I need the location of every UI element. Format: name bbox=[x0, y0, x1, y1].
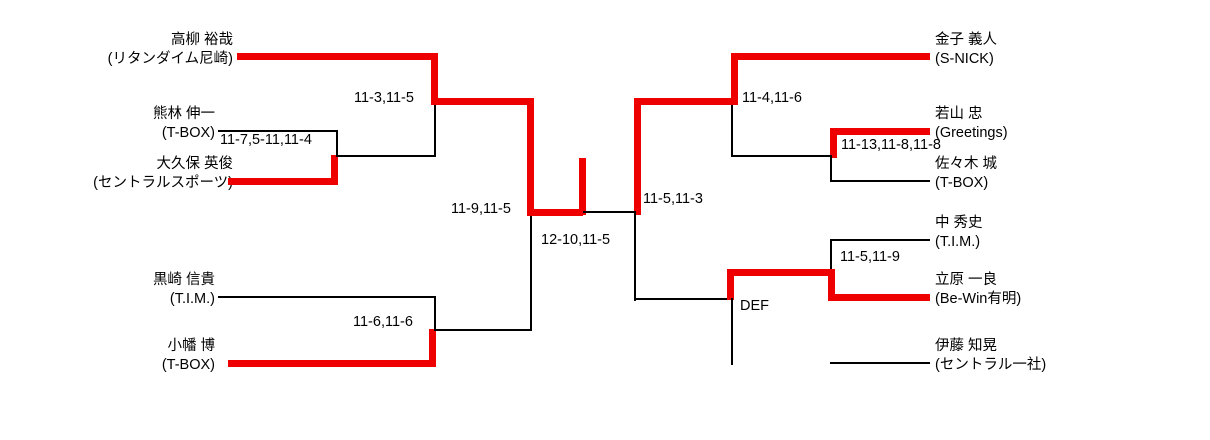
match-line-right-tachihara bbox=[830, 294, 930, 301]
player-entry: 熊林 伸一 (T-BOX) bbox=[18, 105, 215, 143]
match-connector-left-semi-lower bbox=[530, 210, 532, 331]
player-name: 若山 忠 bbox=[935, 106, 983, 122]
player-name: 高柳 裕哉 bbox=[170, 32, 233, 48]
match-connector-right-r1-lower-lower bbox=[830, 155, 832, 182]
match-connector-left-r2-lower bbox=[434, 100, 436, 157]
match-connector-left-lower-winner bbox=[429, 329, 436, 367]
player-entry: 若山 忠 (Greetings) bbox=[935, 105, 1008, 143]
player-affiliation: (T.I.M.) bbox=[169, 291, 215, 308]
player-entry: 立原 一良 (Be-Win有明) bbox=[935, 271, 1021, 309]
match-line-left-r1-winner-feed bbox=[336, 155, 435, 157]
score-right-lower-r2: DEF bbox=[740, 298, 769, 314]
match-connector-right-r1-lower-winner bbox=[830, 128, 837, 158]
match-line-right-top bbox=[731, 53, 930, 60]
match-connector-left-r1-lower-winner bbox=[331, 155, 338, 185]
match-line-left-obata bbox=[228, 360, 436, 367]
score-right-r1-lower: 11-13,11-8,11-8 bbox=[841, 137, 941, 153]
player-affiliation: (T.I.M.) bbox=[935, 234, 981, 251]
player-name: 伊藤 知晃 bbox=[935, 338, 998, 354]
player-name: 黒崎 信貴 bbox=[152, 272, 215, 288]
score-left-r2-upper: 11-3,11-5 bbox=[354, 90, 414, 106]
player-affiliation: (リタンダイム尼崎) bbox=[107, 51, 233, 68]
match-line-right-ito bbox=[830, 362, 930, 364]
match-connector-right-semi-winner bbox=[634, 98, 641, 215]
player-name: 立原 一良 bbox=[935, 272, 998, 288]
match-connector-left-r1-lower-upper bbox=[336, 130, 338, 158]
match-connector-right-r2-lower bbox=[731, 101, 733, 157]
player-name: 小幡 博 bbox=[167, 338, 215, 354]
player-entry: 佐々木 城 (T-BOX) bbox=[935, 155, 997, 193]
match-line-left-okubo bbox=[228, 178, 338, 185]
match-line-right-naka bbox=[830, 239, 930, 241]
match-line-left-kumabayashi bbox=[218, 130, 338, 132]
player-name: 熊林 伸一 bbox=[152, 106, 215, 122]
match-line-left-semi-winner bbox=[527, 209, 583, 216]
player-affiliation: (Be-Win有明) bbox=[935, 291, 1022, 308]
player-affiliation: (T-BOX) bbox=[935, 175, 989, 192]
match-connector-left-r2-winner bbox=[431, 53, 438, 103]
player-entry: 大久保 英俊 (セントラルスポーツ) bbox=[18, 155, 233, 193]
match-connector-right-lower-r2-lower bbox=[731, 298, 733, 365]
player-affiliation: (セントラル一社) bbox=[935, 357, 1047, 374]
match-line-right-r1-winner-feed bbox=[731, 155, 831, 157]
player-entry: 高柳 裕哉 (リタンダイム尼崎) bbox=[18, 31, 233, 69]
player-entry: 小幡 博 (T-BOX) bbox=[18, 337, 215, 375]
score-right-lower-r1: 11-5,11-9 bbox=[840, 249, 900, 265]
match-connector-right-lower-r1-winner bbox=[828, 269, 835, 301]
player-name: 大久保 英俊 bbox=[156, 156, 233, 172]
match-line-left-kurosaki bbox=[218, 296, 436, 298]
match-line-right-wakayama bbox=[830, 128, 930, 135]
match-line-left-lower-feed bbox=[434, 329, 532, 331]
match-connector-left-semi-winner bbox=[527, 98, 534, 215]
match-line-left-r2-winner bbox=[431, 98, 531, 105]
match-connector-right-lower-r2-winner bbox=[727, 269, 734, 300]
match-line-right-lower-r2-winner bbox=[727, 269, 834, 276]
match-connector-left-lower-upper bbox=[434, 296, 436, 332]
champion-stub bbox=[579, 158, 586, 215]
player-name: 金子 義人 bbox=[935, 32, 998, 48]
player-entry: 金子 義人 (S-NICK) bbox=[935, 31, 997, 69]
player-entry: 伊藤 知晃 (セントラル一社) bbox=[935, 337, 1046, 375]
match-line-right-sasaki bbox=[830, 180, 930, 182]
match-line-right-lower-feed bbox=[634, 298, 732, 300]
score-right-semi: 11-5,11-3 bbox=[643, 191, 703, 207]
player-entry: 黒崎 信貴 (T.I.M.) bbox=[18, 271, 215, 309]
match-line-right-r2-winner bbox=[634, 98, 738, 105]
match-connector-right-r2-winner bbox=[731, 53, 738, 104]
score-final: 12-10,11-5 bbox=[541, 232, 611, 248]
player-name: 佐々木 城 bbox=[935, 156, 998, 172]
match-line-left-top bbox=[237, 53, 435, 60]
player-affiliation: (セントラルスポーツ) bbox=[93, 175, 233, 192]
score-right-r2-upper: 11-4,11-6 bbox=[742, 90, 802, 106]
player-affiliation: (T-BOX) bbox=[161, 125, 215, 142]
player-affiliation: (Greetings) bbox=[935, 125, 1008, 142]
final-line-right-feed bbox=[583, 211, 635, 213]
player-affiliation: (S-NICK) bbox=[935, 51, 994, 68]
player-entry: 中 秀史 (T.I.M.) bbox=[935, 214, 983, 252]
score-left-semi: 11-9,11-5 bbox=[451, 201, 511, 217]
player-name: 中 秀史 bbox=[935, 215, 983, 231]
score-left-r1-lower: 11-7,5-11,11-4 bbox=[220, 132, 312, 148]
player-affiliation: (T-BOX) bbox=[161, 357, 215, 374]
match-connector-right-semi-lower bbox=[634, 211, 636, 301]
match-connector-right-lower-r1-upper bbox=[830, 239, 832, 273]
score-left-lower-r2: 11-6,11-6 bbox=[353, 314, 413, 330]
